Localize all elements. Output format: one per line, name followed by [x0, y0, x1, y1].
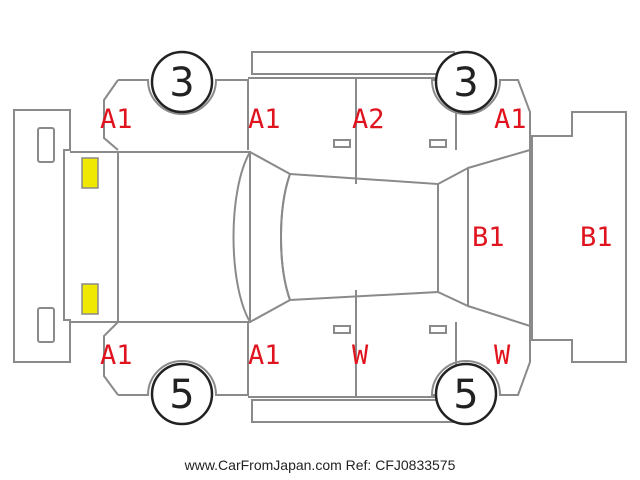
rear-bumper — [531, 111, 627, 363]
damage-code-rear-right-quarter: W — [494, 340, 511, 371]
damage-code-front-left-door: A1 — [248, 104, 281, 135]
side-profile-top — [103, 77, 531, 184]
damage-code-front-left-fender: A1 — [100, 104, 133, 135]
wheel-rear-left: 5 — [150, 362, 214, 426]
wheel-front-left: 3 — [150, 50, 214, 114]
damage-code-tailgate-glass: B1 — [472, 222, 505, 253]
damage-code-front-right-door: A2 — [352, 104, 385, 135]
front-headlight-left — [81, 157, 99, 189]
wheel-front-right: 3 — [434, 50, 498, 114]
front-door-handle-top — [333, 139, 351, 148]
damage-code-rear-right-door: W — [352, 340, 369, 371]
rear-window — [437, 166, 469, 308]
hood — [70, 151, 251, 323]
wheel-front-right-label: 3 — [453, 60, 478, 106]
front-bumper-right-slot — [37, 307, 55, 343]
wheel-front-left-label: 3 — [169, 60, 194, 106]
front-door-handle-bottom — [333, 325, 351, 334]
damage-code-rear-left-door: A1 — [248, 340, 281, 371]
damage-code-front-right-fender: A1 — [494, 104, 527, 135]
roof — [280, 173, 439, 301]
wheel-rear-right: 5 — [434, 362, 498, 426]
wheel-rear-left-label: 5 — [169, 372, 194, 418]
damage-code-front-bumper-left: A1 — [100, 340, 133, 371]
rear-door-handle-top — [429, 139, 447, 148]
front-bumper — [13, 109, 71, 363]
damage-code-rear-bumper: B1 — [580, 222, 613, 253]
side-step-bottom — [251, 399, 455, 423]
tailgate — [467, 148, 531, 328]
footer-credit: www.CarFromJapan.com Ref: CFJ0833575 — [184, 457, 456, 473]
side-step-top — [251, 51, 455, 75]
front-headlight-right — [81, 283, 99, 315]
front-bumper-left-slot — [37, 127, 55, 163]
rear-door-handle-bottom — [429, 325, 447, 334]
wheel-rear-right-label: 5 — [453, 372, 478, 418]
